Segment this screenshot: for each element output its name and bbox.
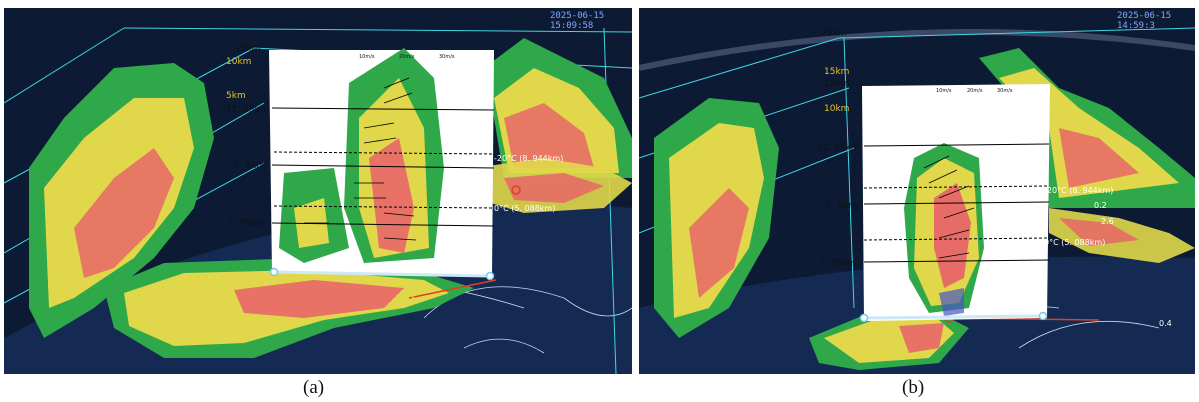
cross-section-a (269, 48, 495, 281)
wind-scale-label: 10m/s (359, 54, 375, 60)
reflectivity-ground (104, 158, 632, 358)
height-label: 3. 75km (228, 219, 265, 229)
isotherm-label: -20°C (8. 944km) (1044, 186, 1113, 195)
wind-scale-label: 30m/s (439, 54, 455, 60)
caption-b: (b) (902, 377, 925, 398)
reflectivity-ground (809, 208, 1195, 370)
isotherm-label: 0°C (5. 088km) (494, 204, 555, 213)
height-label: 15km (824, 67, 849, 77)
globe-horizon (639, 29, 1195, 71)
coastline (1018, 320, 1160, 349)
radar-panel-b: 20km 15km 15km 10km 11. 25km 7. 5km 3. 7… (639, 8, 1195, 374)
height-label: 20km (821, 29, 846, 39)
timestamp: 2025-06-15 14:59:3 (1117, 11, 1172, 31)
wind-scale-label: 10m/s (936, 88, 952, 94)
isotherm-label: -20°C (8. 944km) (494, 154, 563, 163)
wind-scale-label: 20m/s (399, 54, 415, 60)
height-label: 15km (824, 79, 849, 89)
radar-panel-a: 15km 10km 5km 11. 25km 7. 5km 3. 75km -2… (4, 8, 632, 374)
height-label: 3. 75km (819, 259, 856, 269)
wind-scale-label: 20m/s (967, 88, 983, 94)
reflectivity-wall-back (484, 38, 632, 178)
height-label: 10km (824, 104, 849, 114)
radar-scene-a: 15km 10km 5km 11. 25km 7. 5km 3. 75km -2… (4, 27, 632, 374)
radar-scene-b: 20km 15km 15km 10km 11. 25km 7. 5km 3. 7… (639, 27, 1195, 374)
storm-marker (404, 293, 414, 303)
map-value: 0.2 (1094, 201, 1107, 210)
height-label: 11. 25km (817, 143, 860, 153)
height-label: 15km (235, 44, 260, 54)
reflectivity-wall-left (654, 98, 779, 338)
height-label: 7. 5km (826, 201, 857, 211)
storm-marker (511, 185, 521, 195)
map-value: 2.6 (1101, 217, 1114, 226)
isotherm-label: 0°C (5. 088km) (1044, 238, 1105, 247)
cross-section-b (859, 84, 1050, 323)
coastline (463, 338, 545, 354)
wind-scale-label: 30m/s (997, 88, 1013, 94)
map-value: 0.4 (1159, 319, 1172, 328)
height-label: 5km (226, 91, 246, 101)
reflectivity-wall-left (29, 63, 214, 338)
timestamp: 2025-06-15 15:09:58 (550, 11, 605, 31)
height-label: 7. 5km (234, 161, 265, 171)
caption-a: (a) (303, 377, 325, 398)
height-label: 11. 25km (226, 105, 269, 115)
storm-track (408, 279, 497, 299)
height-label: 10km (226, 57, 251, 67)
